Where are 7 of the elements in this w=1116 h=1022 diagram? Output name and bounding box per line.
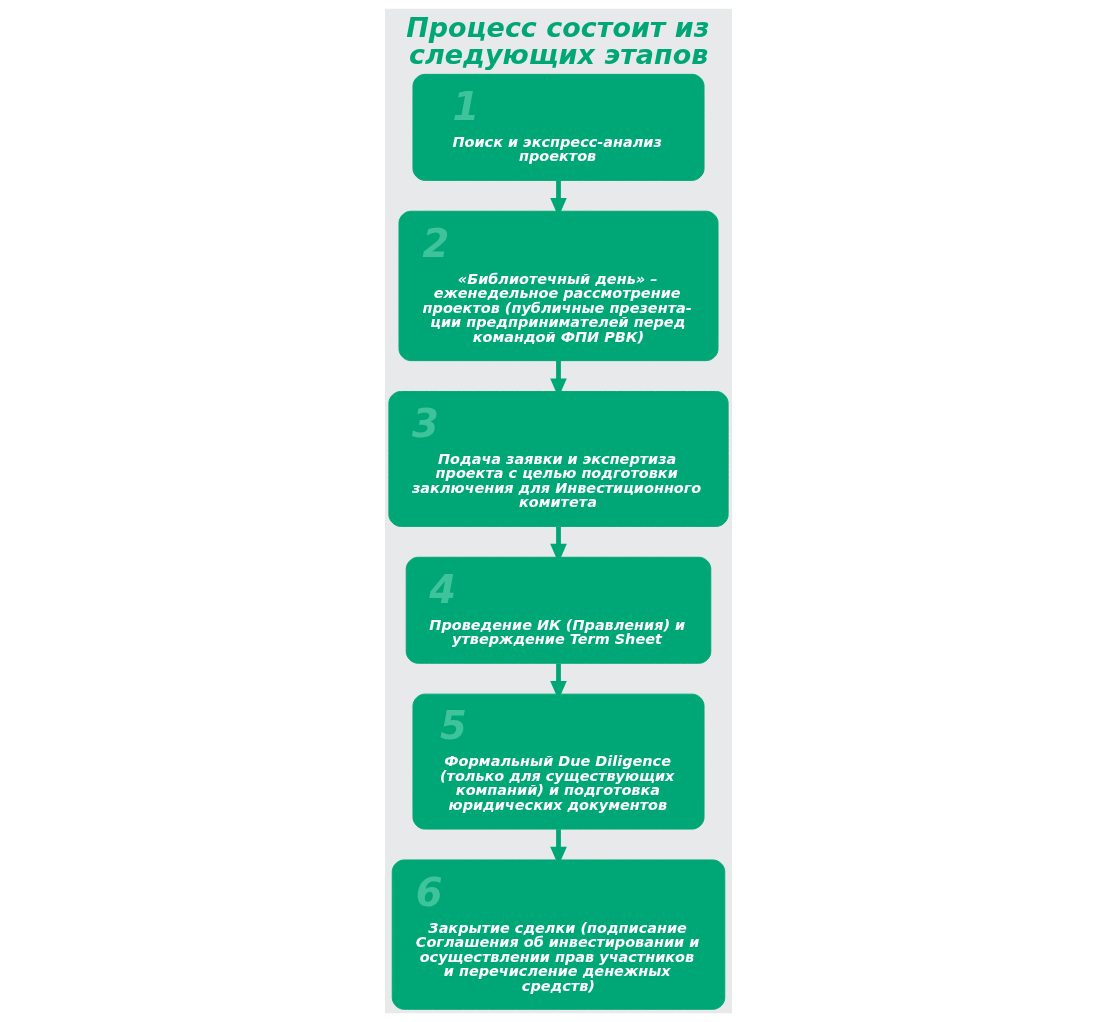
node-box: 2 «Библиотечный день» – еженедельное рассмотрение проектов (публичные презента- ции предпринимателей перед командой ФПИ РВК) — [398, 210, 718, 362]
node-box: 3 Подача заявки и экспертиза проекта с целью подготовки заключения для Инвестиционного комитета — [387, 391, 729, 527]
node-box: 5 Формальный Due Diligence (только для существующих компаний) и подготовка юридических документов — [411, 693, 705, 830]
node-box: 4 Проведение ИК (Правления) и утверждение Term Sheet — [405, 556, 711, 664]
node-box: 6 Закрытие сделки (подписание Соглашения об инвестировании и осуществлении прав участников и перечисление денежных средств) — [391, 859, 725, 1010]
node-box: 1 Поиск и экспресс-анализ проектов — [411, 73, 705, 181]
diagram-title: Процесс состоит из следующих этапов — [405, 12, 709, 71]
